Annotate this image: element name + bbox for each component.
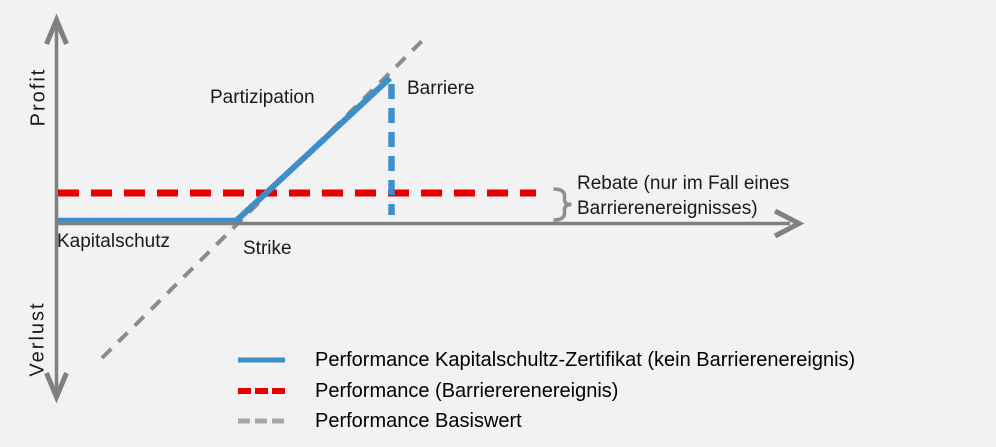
legend-item-zertifikat: Performance Kapitalschultz-Zertifikat (k… xyxy=(238,348,855,372)
kapitalschutz-label: Kapitalschutz xyxy=(57,231,171,252)
legend-item-barrierereignis: Performance (Barriererenereignis) xyxy=(238,379,618,403)
barriere-label: Barriere xyxy=(407,78,475,99)
rebate-brace-icon xyxy=(553,187,572,222)
basiswert-dashed-line xyxy=(100,36,427,360)
partizipation-label: Partizipation xyxy=(210,87,315,108)
legend-label-zertifikat: Performance Kapitalschultz-Zertifikat (k… xyxy=(315,348,856,371)
strike-label: Strike xyxy=(243,238,292,259)
legend-item-basiswert: Performance Basiswert xyxy=(238,409,522,433)
rebate-label-line1: Rebate (nur im Fall eines xyxy=(577,173,790,194)
y-axis-up-arrow-icon xyxy=(44,13,69,45)
legend-label-barrierereignis: Performance (Barriererenereignis) xyxy=(315,379,619,402)
x-axis-right-arrow-icon xyxy=(773,208,805,239)
rebate-label: Rebate (nur im Fall eines Barrierenereig… xyxy=(577,171,789,221)
dashed-red-line-icon xyxy=(238,388,285,394)
payoff-participation-segment xyxy=(233,75,393,224)
y-axis-down-arrow-icon xyxy=(44,372,69,404)
legend-label-basiswert: Performance Basiswert xyxy=(315,409,522,432)
solid-blue-line-icon xyxy=(238,357,285,363)
dashed-gray-line-icon xyxy=(238,418,285,424)
rebate-label-line2: Barrierenereignisses) xyxy=(577,198,758,219)
y-axis-profit-label: Profit xyxy=(27,67,50,127)
y-axis-verlust-label: Verlust xyxy=(26,301,49,377)
